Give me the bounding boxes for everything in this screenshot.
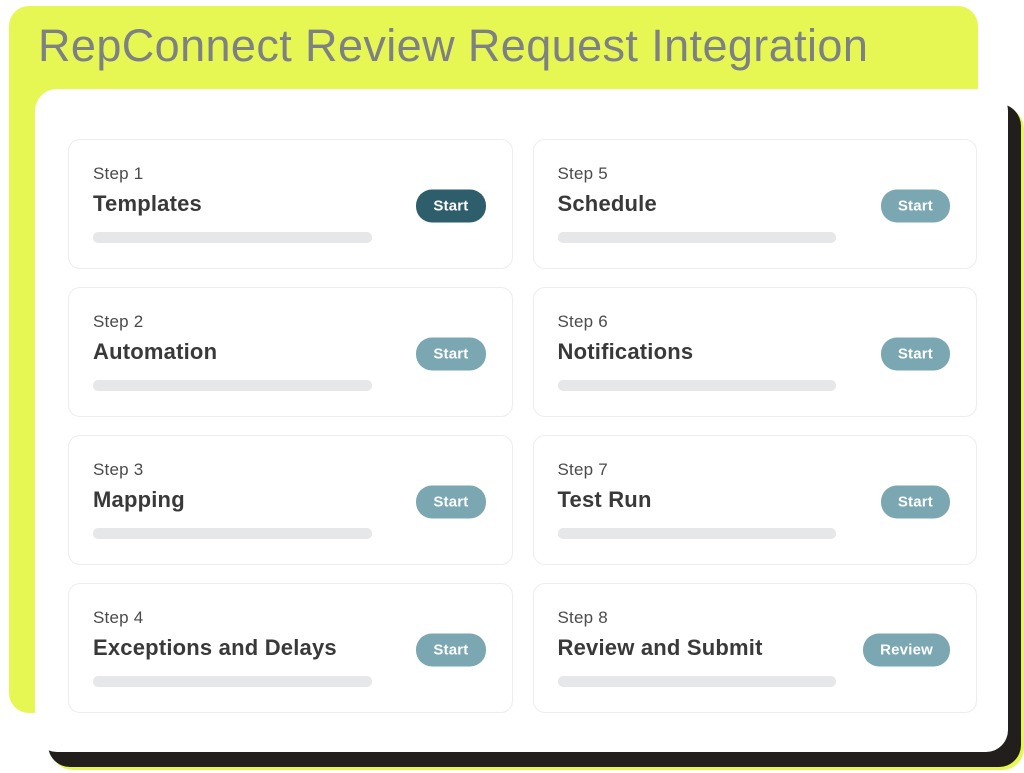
step-action-button[interactable]: Start: [416, 337, 486, 371]
step-progress-track: [93, 528, 372, 539]
step-title: Test Run: [557, 487, 652, 512]
step-title: Mapping: [93, 487, 185, 512]
step-progress-track: [93, 232, 372, 243]
step-label: Step 5: [557, 164, 608, 183]
step-label: Step 6: [557, 312, 608, 331]
step-title: Automation: [93, 339, 218, 364]
step-action-button[interactable]: Review: [863, 633, 950, 667]
step-label: Step 1: [93, 164, 144, 183]
step-title: Schedule: [557, 191, 657, 216]
step-action-button[interactable]: Start: [416, 633, 486, 667]
step-action-button[interactable]: Start: [416, 189, 486, 223]
step-label: Step 4: [93, 608, 144, 627]
step-card-3: Step 3 Mapping Start: [68, 435, 513, 565]
step-card-5: Step 5 Schedule Start: [532, 139, 977, 269]
main-card: Step 1 Templates Start Step 2 Automation…: [35, 89, 1008, 752]
step-title: Exceptions and Delays: [93, 635, 337, 660]
step-label: Step 7: [557, 460, 608, 479]
step-progress-track: [557, 380, 837, 391]
step-card-7: Step 7 Test Run Start: [532, 435, 977, 565]
steps-grid: Step 1 Templates Start Step 2 Automation…: [68, 139, 977, 713]
step-label: Step 3: [93, 460, 144, 479]
step-card-6: Step 6 Notifications Start: [532, 287, 977, 417]
step-progress-track: [557, 676, 837, 687]
page-title: RepConnect Review Request Integration: [38, 20, 869, 71]
step-label: Step 2: [93, 312, 144, 331]
step-action-button[interactable]: Start: [880, 337, 950, 371]
step-card-2: Step 2 Automation Start: [68, 287, 513, 417]
step-progress-track: [557, 528, 837, 539]
step-action-button[interactable]: Start: [880, 189, 950, 223]
step-action-button[interactable]: Start: [416, 485, 486, 519]
step-label: Step 8: [557, 608, 608, 627]
step-card-8: Step 8 Review and Submit Review: [532, 583, 977, 713]
step-card-1: Step 1 Templates Start: [68, 139, 513, 269]
step-title: Notifications: [557, 339, 694, 364]
step-progress-track: [93, 380, 372, 391]
step-action-button[interactable]: Start: [880, 485, 950, 519]
step-title: Review and Submit: [557, 635, 763, 660]
step-card-4: Step 4 Exceptions and Delays Start: [68, 583, 513, 713]
step-progress-track: [93, 676, 372, 687]
step-title: Templates: [93, 191, 202, 216]
step-progress-track: [557, 232, 837, 243]
